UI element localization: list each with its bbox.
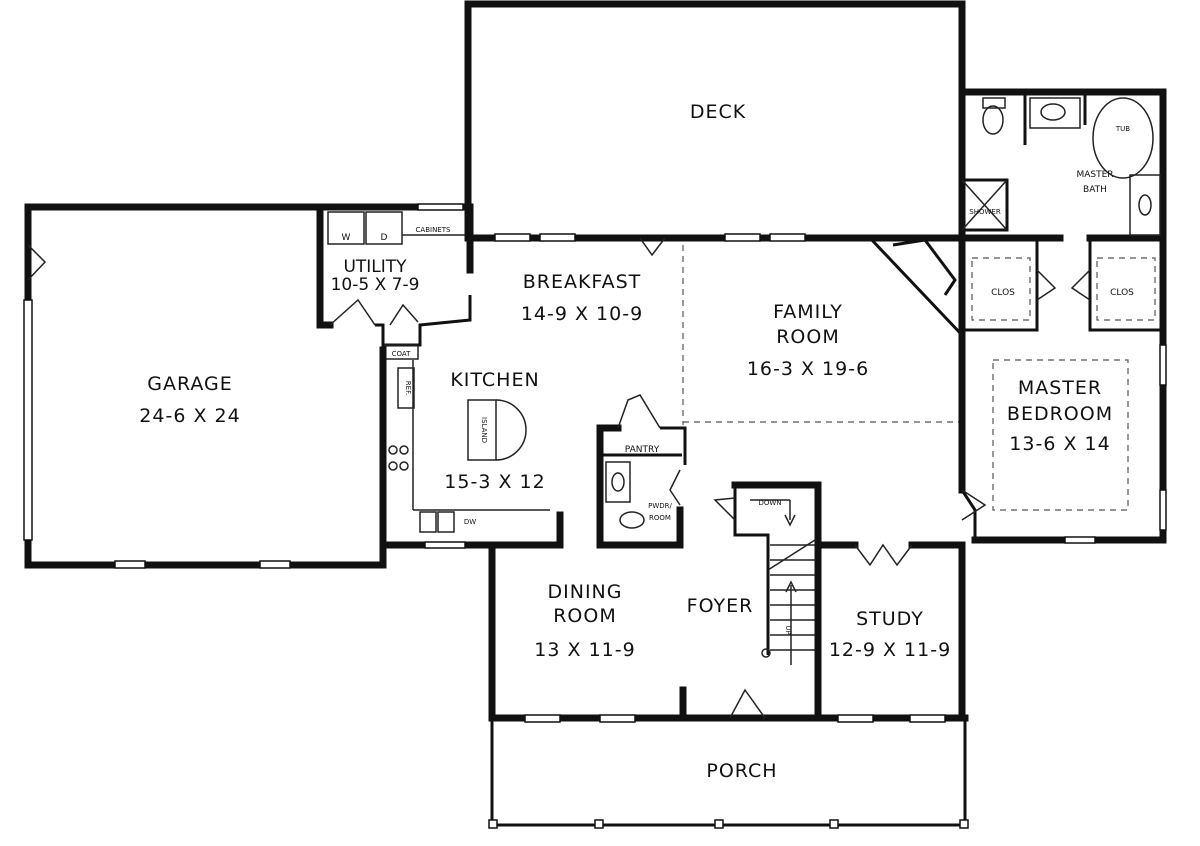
master-bedroom-label-2: BEDROOM [1007,403,1113,425]
garage-label: GARAGE [147,373,233,395]
family-room-size: 16-3 X 19-6 [747,358,869,380]
powder-room-label: PWDR/ [648,502,672,510]
stairs [713,481,822,722]
front-rooms [488,541,969,723]
garage-size: 24-6 X 24 [139,405,240,427]
cabinets-label: CABINETS [416,226,451,234]
pantry-label: PANTRY [625,445,660,455]
study-size: 12-9 X 11-9 [829,639,951,661]
kitchen-size: 15-3 X 12 [444,471,545,493]
dishwasher-label: DW [464,518,476,526]
kitchen-fixtures [388,360,645,533]
deck [464,0,966,242]
breakfast-label: BREAKFAST [523,271,642,293]
stair-up-label: UP [784,625,792,634]
study-label: STUDY [856,608,924,630]
closet-right-label: CLOS [1110,288,1134,298]
master-bedroom-size: 13-6 X 14 [1009,433,1110,455]
tub-label: TUB [1115,125,1130,133]
master-bath-label-2: BATH [1083,185,1107,195]
stair-down-label: DOWN [758,499,781,507]
island-label: ISLAND [480,417,488,443]
closet-left-label: CLOS [991,288,1015,298]
coat-closet-label: COAT [392,350,412,358]
main-walls [379,233,966,722]
deck-label: DECK [690,101,746,123]
family-room-label-2: ROOM [776,326,840,348]
master-bath-label: MASTER [1076,170,1113,180]
master-wing [958,88,1167,544]
dining-room-size: 13 X 11-9 [534,639,635,661]
powder-room-label-2: ROOM [649,514,671,522]
shower-label: SHOWER [969,208,1001,216]
breakfast-size: 14-9 X 10-9 [521,303,643,325]
refrigerator-label: REF. [404,381,412,395]
dining-room-label-2: ROOM [553,605,617,627]
master-bedroom-label: MASTER [1018,377,1102,399]
utility-label: UTILITY [343,257,407,277]
dryer-label: D [381,233,388,243]
porch-label: PORCH [706,760,777,782]
utility-size: 10-5 X 7-9 [331,275,420,295]
dining-room-label: DINING [548,581,623,603]
porch [488,718,969,829]
kitchen-label: KITCHEN [450,369,539,391]
family-room-label: FAMILY [773,301,843,323]
washer-label: W [342,233,351,243]
foyer-label: FOYER [687,595,754,617]
utility-room [316,203,474,360]
